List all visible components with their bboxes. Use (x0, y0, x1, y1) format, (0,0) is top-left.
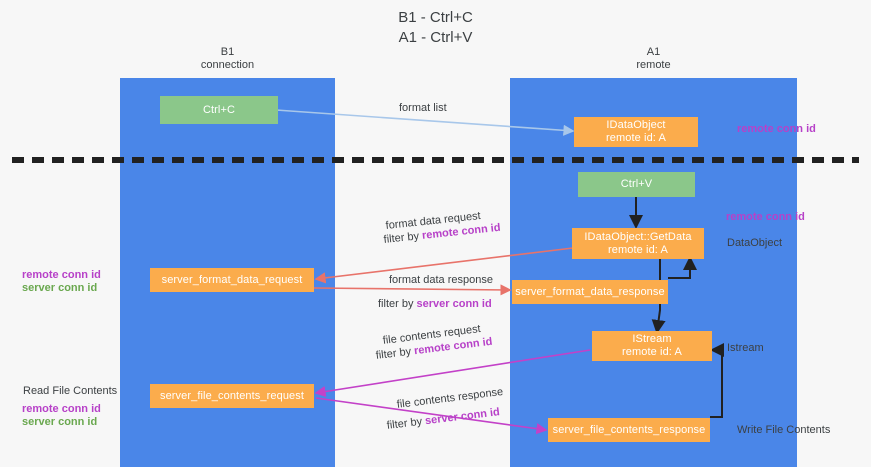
annotation-left-remote-conn-id-bottom: remote conn id (22, 403, 101, 415)
node-ctrl-v[interactable]: Ctrl+V (578, 172, 695, 197)
arrow-format-data-response (313, 284, 512, 296)
node-server-file-contents-request[interactable]: server_file_contents_request (150, 384, 314, 408)
node-server-format-data-response[interactable]: server_format_data_response (512, 280, 668, 304)
filter-key-server-conn-id: server conn id (416, 298, 492, 310)
node-idataobject-getdata[interactable]: IDataObject::GetData remote id: A (572, 228, 704, 259)
node-server-format-data-request[interactable]: server_format_data_request (150, 268, 314, 292)
node-idataobject[interactable]: IDataObject remote id: A (574, 117, 698, 147)
annotation-remote-conn-id-mid: remote conn id (726, 211, 805, 223)
swimlane-title-a1: A1 remote (636, 46, 671, 71)
filter-prefix: filter by (378, 298, 417, 310)
annotation-istream: Istream (727, 342, 764, 354)
filter-prefix: filter by (386, 415, 426, 432)
node-istream[interactable]: IStream remote id: A (592, 331, 712, 361)
swimlane-title-b1: B1 connection (200, 46, 255, 71)
annotation-left-server-conn-id-bottom: server conn id (22, 416, 98, 428)
edge-label-format-data-response: format data response (389, 274, 493, 286)
page-title: B1 - Ctrl+C A1 - Ctrl+V (398, 9, 473, 46)
annotation-dataobject: DataObject (727, 237, 783, 249)
node-server-file-contents-response[interactable]: server_file_contents_response (548, 418, 710, 442)
annotation-remote-conn-id-top: remote conn id (737, 123, 816, 135)
filter-prefix: filter by (383, 229, 423, 246)
edge-label-format-list: format list (399, 102, 447, 114)
filter-key-server-conn-id: server conn id (424, 406, 501, 428)
annotation-write-file-contents: Write File Contents (737, 424, 831, 436)
node-ctrl-c[interactable]: Ctrl+C (160, 96, 278, 124)
edge-label-format-data-response-filter: filter by server conn id (378, 297, 492, 311)
annotation-read-file-contents: Read File Contents (23, 385, 118, 397)
filter-prefix: filter by (375, 345, 415, 362)
phase-divider (12, 157, 859, 163)
annotation-left-remote-conn-id-mid: remote conn id (22, 269, 101, 281)
annotation-left-server-conn-id-mid: server conn id (22, 282, 98, 294)
